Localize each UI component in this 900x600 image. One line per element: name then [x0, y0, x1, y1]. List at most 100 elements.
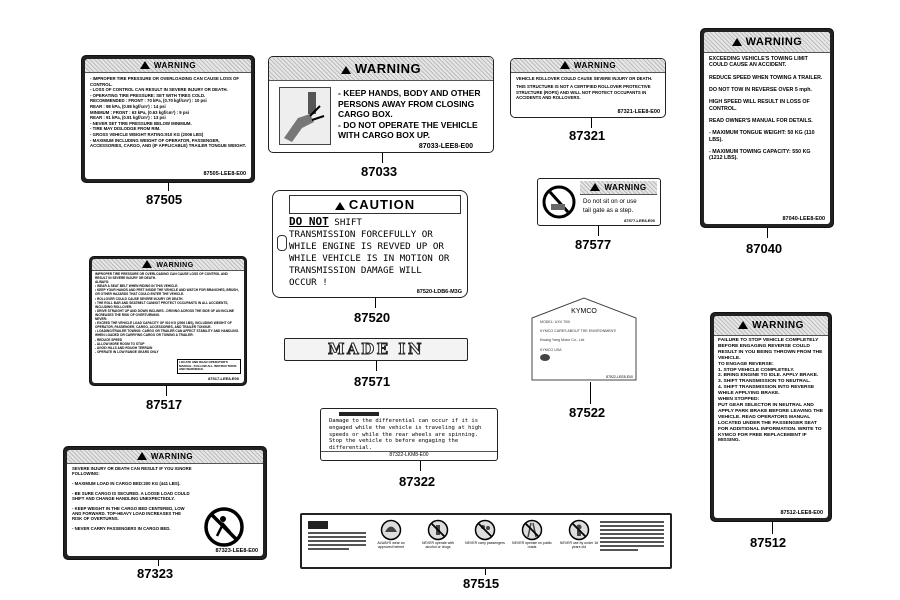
warning-text: - IMPROPER TIRE PRESSURE OR OVERLOADING … [90, 76, 246, 149]
label-87040: WARNING EXCEEDING VEHICLE'S TOWING LIMIT… [700, 28, 834, 228]
no-passenger-icon [474, 519, 496, 541]
warning-header: WARNING [511, 59, 665, 73]
warning-text: - KEEP HANDS, BODY AND OTHER PERSONS AWA… [338, 88, 481, 140]
label-87322: Damage to the differential can occur if … [320, 408, 498, 461]
part-number-87505: 87505 [146, 192, 183, 207]
icon-panel-alcohol: NEVER operate with alcohol or drugs [417, 519, 459, 549]
part-number-87517: 87517 [146, 397, 183, 412]
leader-line [598, 226, 599, 236]
hand-pinch-icon [279, 87, 331, 145]
warning-header: WARNING [580, 181, 657, 195]
warning-triangle-icon [334, 202, 345, 210]
label-87517: WARNING IMPROPER TIRE PRESSURE OR OVERLO… [89, 256, 247, 386]
label-code: 87040-LEE8-E00 [782, 216, 826, 222]
leader-line [375, 298, 376, 308]
warning-text: EXCEEDING VEHICLE'S TOWING LIMIT COULD C… [709, 56, 823, 162]
no-step-icon [541, 182, 577, 222]
warning-text-2: THIS STRUCTURE IS NOT A CERTIFIED ROLLOV… [516, 84, 651, 101]
label-87512: WARNING FAILURE TO STOP VEHICLE COMPLETE… [710, 312, 832, 522]
warning-triangle-icon [731, 38, 742, 46]
fine-print-block [600, 521, 664, 551]
leader-line [485, 569, 486, 575]
icon-panel-road: NEVER operate on public roads [511, 519, 553, 549]
kymco-logo-icon [540, 354, 550, 361]
leader-line [376, 361, 377, 371]
shift-text: SHIFT [334, 217, 362, 228]
do-not-text: DO NOT [289, 215, 329, 228]
label-87321: WARNING VEHICLE ROLLOVER COULD CAUSE SEV… [510, 58, 666, 118]
warning-text: VEHICLE ROLLOVER COULD CAUSE SEVERE INJU… [516, 76, 653, 81]
helmet-icon [380, 519, 402, 541]
warning-text: Do not sit on or use tail gate as a step… [583, 198, 637, 214]
warning-header: WARNING [67, 450, 263, 464]
label-code: 87323-LEE8-E00 [215, 548, 259, 554]
part-number-87577: 87577 [575, 237, 612, 252]
label-code: 87517-LEE8-E00 [208, 376, 239, 381]
warning-triangle-icon [139, 61, 150, 69]
environment-text: MODEL: UXV 700i KYMCO CARES ABOUT THE EN… [540, 320, 617, 352]
notice-text: Damage to the differential can occur if … [329, 418, 482, 452]
label-87522: KYMCO MODEL: UXV 700i KYMCO CARES ABOUT … [530, 296, 638, 382]
label-code: 87321-LEE8-E00 [617, 109, 661, 115]
label-87571: MADE IN TAIWAN [284, 338, 468, 361]
warning-text: IMPROPER TIRE PRESSURE OR OVERLOADING CA… [95, 272, 239, 354]
label-87520: CAUTION DO NOT SHIFT TRANSMISSION FORCEF… [272, 190, 468, 298]
notice-header-bar [339, 412, 379, 416]
warning-triangle-icon [590, 183, 601, 191]
icon-caption: NEVER carry passengers [465, 541, 505, 545]
brand-name: KYMCO [571, 308, 597, 315]
leader-line [767, 228, 768, 238]
no-road-icon [521, 519, 543, 541]
caution-header: CAUTION [289, 195, 461, 214]
leader-line [382, 153, 383, 163]
warning-text: SEVERE INJURY OR DEATH CAN RESULT IF YOU… [72, 466, 192, 531]
icon-caption: NEVER use by under 16 years old [559, 541, 599, 549]
leader-line [772, 522, 773, 534]
warning-triangle-icon [142, 260, 153, 268]
part-number-87322: 87322 [399, 474, 436, 489]
caution-text: TRANSMISSION FORCEFULLY OR WHILE ENGINE … [289, 229, 450, 288]
label-code: 87505-LEE8-E00 [203, 171, 247, 177]
icon-caption: NEVER operate with alcohol or drugs [421, 541, 455, 549]
warning-header: WARNING [92, 259, 244, 271]
warning-header: WARNING [714, 316, 828, 336]
label-code: 87577-LEE8-E00 [624, 218, 655, 223]
part-number-87571: 87571 [354, 374, 391, 389]
part-number-87321: 87321 [569, 128, 606, 143]
icon-caption: ALWAYS wear an approved helmet [377, 541, 405, 549]
label-code: 87033-LEE8-E00 [418, 143, 473, 150]
label-code: 87520-LDB6-M3G [416, 289, 462, 295]
part-number-87522: 87522 [569, 405, 606, 420]
label-87505: WARNING - IMPROPER TIRE PRESSURE OR OVER… [81, 55, 255, 183]
label-87323: WARNING SEVERE INJURY OR DEATH CAN RESUL… [63, 446, 267, 560]
leader-line [166, 386, 167, 396]
label-code: 87522-LEE8-E00 [606, 375, 633, 379]
part-number-87033: 87033 [361, 164, 398, 179]
icon-panel-age: NEVER use by under 16 years old [558, 519, 600, 549]
leader-line [168, 183, 169, 191]
warning-header: WARNING [704, 32, 830, 53]
mounting-hole-icon [277, 235, 287, 251]
label-87033: WARNING - KEEP HANDS, BODY AND OTHER PER… [268, 56, 494, 153]
warning-triangle-icon [559, 61, 570, 69]
part-number-87520: 87520 [354, 310, 391, 325]
leader-line [158, 560, 159, 566]
warning-triangle-icon [340, 66, 351, 74]
manual-note-box: LOCATE AND READ OPERATOR'S MANUAL. FOLLO… [177, 359, 241, 374]
part-number-87515: 87515 [463, 576, 500, 591]
icon-panel-passenger: NEVER carry passengers [464, 519, 506, 549]
warning-header: WARNING [85, 59, 251, 73]
label-code: 87322-LKM8-E00 [321, 451, 497, 458]
no-alcohol-icon [427, 519, 449, 541]
leader-line [591, 118, 592, 128]
label-87577: WARNING Do not sit on or use tail gate a… [537, 178, 661, 226]
leader-line [590, 382, 591, 404]
icon-panel-helmet: ALWAYS wear an approved helmet [370, 519, 412, 549]
part-number-87040: 87040 [746, 241, 783, 256]
part-number-87323: 87323 [137, 566, 174, 581]
no-child-icon [568, 519, 590, 541]
made-in-taiwan-text: MADE IN TAIWAN [327, 340, 425, 359]
warning-block [308, 521, 366, 561]
warning-text: FAILURE TO STOP VEHICLE COMPLETELY BEFOR… [718, 338, 823, 444]
warning-triangle-icon [136, 452, 147, 460]
